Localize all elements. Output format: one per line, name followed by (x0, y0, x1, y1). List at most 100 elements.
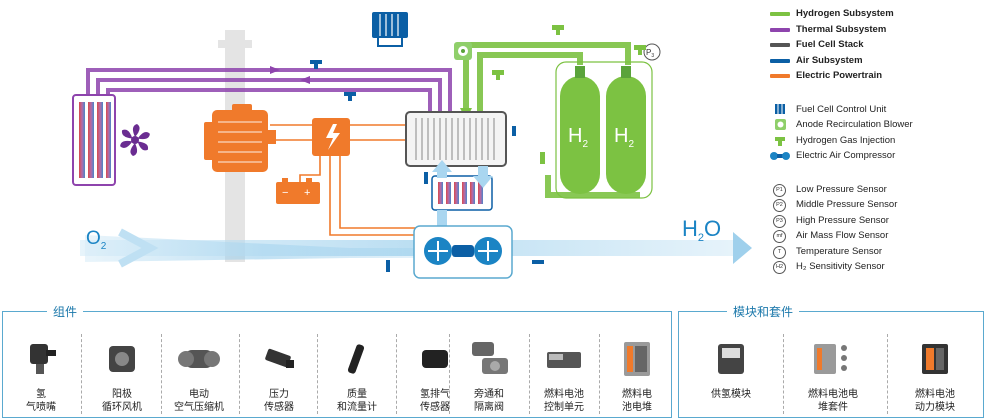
electric-powertrain-swatch (770, 74, 790, 78)
legend-fuel-cell-stack: Fuel Cell Stack (770, 37, 984, 53)
electric-motor-icon (204, 104, 276, 172)
legend-label: Air Mass Flow Sensor (796, 230, 889, 241)
divider (396, 334, 397, 414)
air-subsystem-swatch (770, 58, 790, 63)
component-label: 电动 (189, 389, 209, 400)
control-unit-image (547, 352, 581, 368)
legend-control-unit: Fuel Cell Control Unit (770, 102, 984, 118)
legend-thermal-subsystem: Thermal Subsystem (770, 22, 984, 38)
high-pressure-sensor-icon: P3 (773, 214, 786, 228)
legend-label: Hydrogen Gas Injection (796, 134, 896, 146)
component-label: 循环风机 (102, 402, 142, 413)
legend-blower: Anode Recirculation Blower (770, 117, 984, 133)
component-item[interactable]: 氢 气喷嘴 (5, 340, 77, 414)
o2-label: O2 (86, 228, 107, 252)
component-item[interactable]: 燃料电池 控制单元 (528, 340, 600, 414)
divider (317, 334, 318, 414)
component-label: 池电堆 (622, 402, 652, 413)
fuel-cell-power-module-image (922, 344, 948, 374)
legend-label: High Pressure Sensor (796, 214, 889, 226)
radiator (72, 94, 116, 186)
bypass-valve-image (472, 342, 508, 374)
component-label: 旁通和 (474, 389, 504, 400)
p3-label: P3 (646, 48, 654, 59)
modules-panel-title: 模块和套件 (727, 303, 800, 320)
legend: Hydrogen Subsystem Thermal Subsystem Fue… (770, 6, 984, 275)
fuel-cell-stack (405, 111, 507, 167)
compressor (413, 225, 513, 279)
divider (887, 334, 888, 414)
control-unit-icon (372, 12, 408, 47)
module-item[interactable]: 燃料电池电 堆套件 (789, 340, 877, 414)
divider (783, 334, 784, 414)
fuel-cell-system-diagram: − + (72, 12, 752, 279)
legend-h2-sensitivity-sensor: H2 H₂ Sensitivity Sensor (770, 259, 984, 275)
component-label: 空气压缩机 (174, 402, 224, 413)
inverter-icon (312, 118, 350, 156)
legend-label: Temperature Sensor (796, 245, 883, 257)
component-label: 燃料电 (622, 389, 652, 400)
component-label: 质量 (347, 389, 367, 400)
component-label: 气喷嘴 (26, 402, 56, 413)
hydrogen-tanks (555, 61, 653, 199)
component-item[interactable]: 质量 和流量计 (321, 340, 393, 414)
component-label: 传感器 (420, 402, 450, 413)
hydrogen-supply-module-image (718, 344, 744, 374)
h2-sensor-icon: H2 (773, 261, 786, 274)
module-label: 燃料电池电 (808, 389, 858, 400)
legend-high-pressure-sensor: P3 High Pressure Sensor (770, 213, 984, 229)
module-item[interactable]: 供氢模块 (687, 340, 775, 401)
divider (599, 334, 600, 414)
legend-label: Hydrogen Subsystem (796, 8, 894, 19)
component-item[interactable]: 氢排气 传感器 (399, 340, 471, 414)
module-item[interactable]: 燃料电池 动力模块 (891, 340, 979, 414)
battery-icon: − + (276, 178, 320, 204)
component-item[interactable]: 燃料电 池电堆 (601, 340, 673, 414)
component-label: 压力 (269, 389, 289, 400)
electric-lines (270, 124, 420, 236)
humidifier (431, 175, 493, 211)
component-label: 和流量计 (337, 402, 377, 413)
air-flow-band (80, 228, 752, 268)
tank1-label: H2 (568, 125, 588, 150)
hydrogen-lines (463, 42, 640, 198)
thermal-lines (86, 68, 452, 112)
hydrogen-subsystem-swatch (770, 12, 790, 16)
air-compressor-image (178, 350, 220, 368)
legend-label: H₂ Sensitivity Sensor (796, 261, 885, 272)
modules-panel: 模块和套件 供氢模块 燃料电池电 堆套件 燃料电池 动力模块 (678, 303, 984, 418)
legend-label: Air Subsystem (796, 54, 863, 66)
module-label: 供氢模块 (711, 389, 751, 400)
blower-icon (775, 119, 786, 130)
tank2-label: H2 (614, 125, 634, 150)
component-item[interactable]: 阳极 循环风机 (86, 340, 158, 414)
component-label: 隔离阀 (474, 402, 504, 413)
component-item[interactable]: 压力 传感器 (243, 340, 315, 414)
component-item[interactable]: 旁通和 隔离阀 (453, 340, 525, 414)
temperature-sensor-icon: T (773, 245, 786, 259)
components-panel-title: 组件 (47, 303, 84, 320)
component-label: 氢 (36, 389, 46, 400)
component-label: 氢排气 (420, 389, 450, 400)
legend-temperature-sensor: T Temperature Sensor (770, 244, 984, 260)
components-panel: 组件 氢 气喷嘴 阳极 循环风机 电动 空气压缩机 压力 传感器 质量 和流量计… (2, 303, 673, 418)
anode-blower-image (109, 346, 135, 372)
legend-label: Fuel Cell Stack (796, 39, 864, 50)
fuel-cell-stack-kit-image (814, 344, 847, 374)
fan-icon (120, 124, 150, 156)
component-label: 阳极 (112, 389, 132, 400)
high-pressure-sensor-icon (643, 43, 661, 61)
module-label: 动力模块 (915, 402, 955, 413)
divider (239, 334, 240, 414)
thermal-subsystem-swatch (770, 27, 790, 32)
component-item[interactable]: 电动 空气压缩机 (163, 340, 235, 414)
small-sensor-icons (310, 60, 544, 272)
module-label: 燃料电池 (915, 389, 955, 400)
legend-compressor: Electric Air Compressor (770, 148, 984, 164)
hydrogen-injector-image (30, 344, 56, 374)
blower-icon (454, 42, 472, 60)
svg-text:+: + (304, 187, 310, 199)
low-pressure-sensor-icon: P1 (773, 183, 786, 197)
